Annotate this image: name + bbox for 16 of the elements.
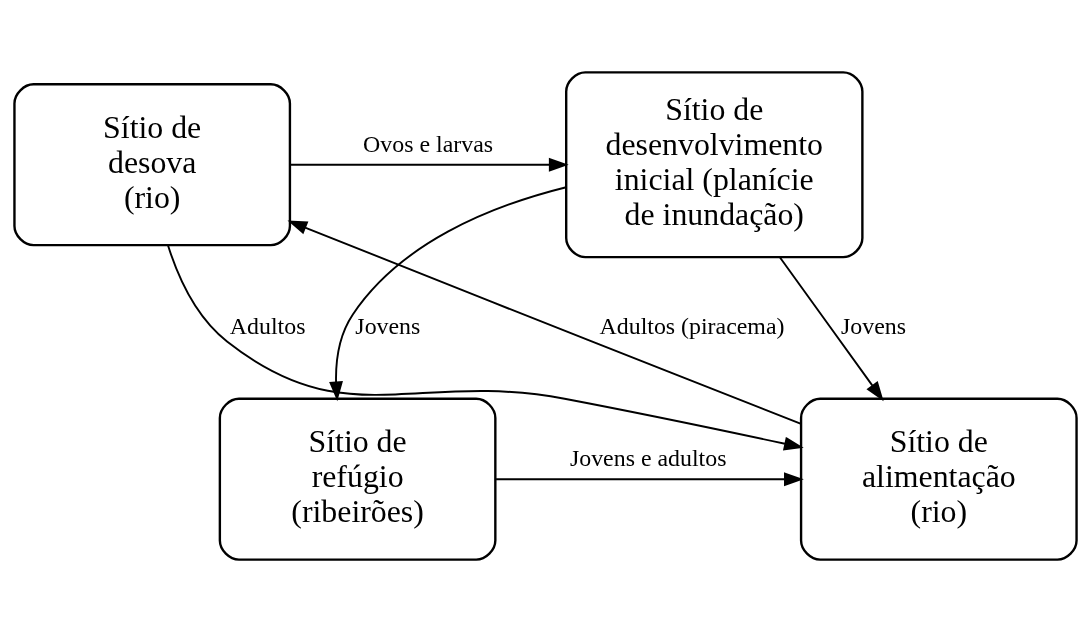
edge-label: Adultos [229,312,306,339]
node-box: Sítio de refúgio (ribeirões) [218,397,497,561]
node-box: Sítio de alimentação (rio) [799,397,1078,561]
edge-label: Adultos (piracema) [599,312,785,339]
arrow [289,157,569,172]
arrow [287,220,803,425]
edge-label: Jovens [355,312,421,339]
arrow [167,244,804,451]
arrow [329,186,568,402]
arrow [778,256,884,402]
edge-label: Jovens [841,312,907,339]
node-box: Sítio de desova (rio) [13,83,292,247]
edge-label: Ovos e larvas [363,130,494,157]
node-box: Sítio de desenvolvimento inicial (planície de inundação) [565,71,864,259]
edge-label: Jovens e adultos [569,445,727,472]
arrow [495,472,804,487]
